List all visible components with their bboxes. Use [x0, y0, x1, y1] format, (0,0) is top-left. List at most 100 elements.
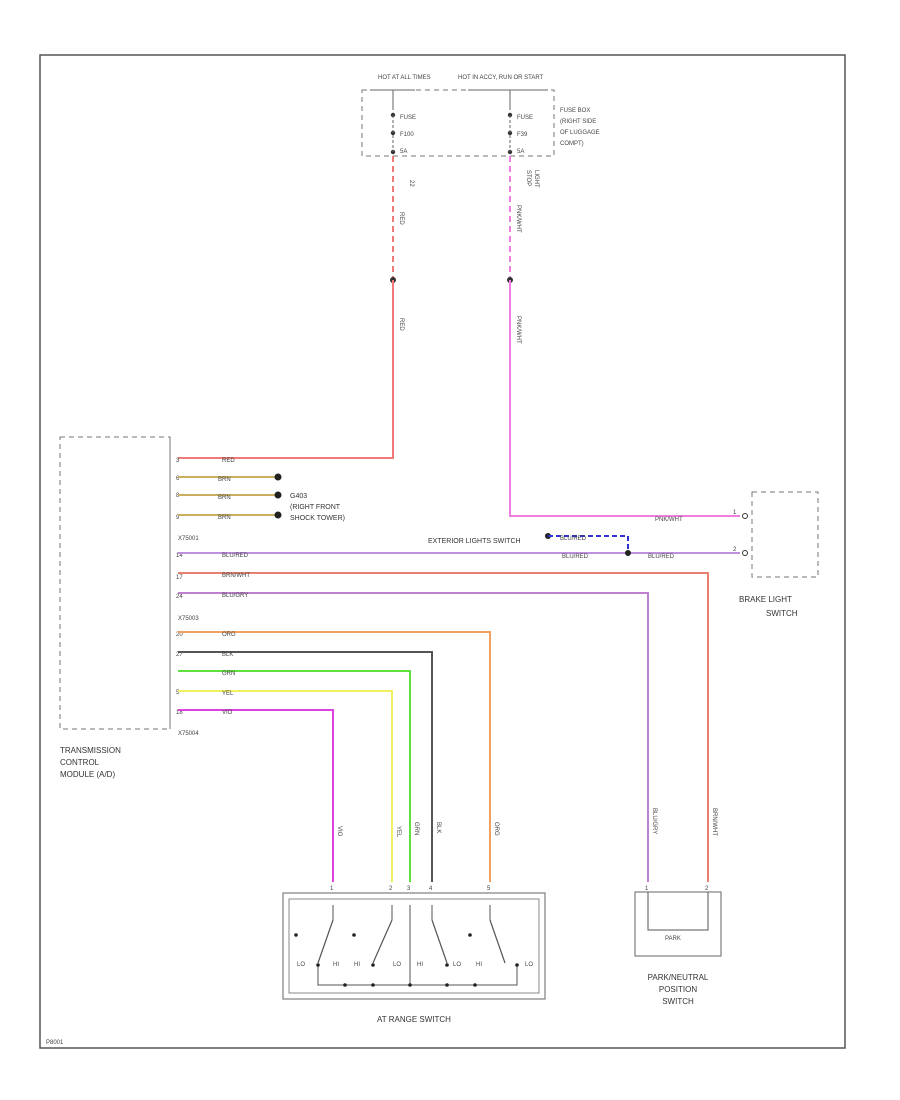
fuse-box-location-3: OF LUGGAGE [560, 130, 600, 136]
blu-gry-wire [178, 592, 649, 882]
red-wire [178, 280, 394, 459]
blu-red-circuit: BLU/RED BLU/RED BLU/RED BLU/RED EXTERIOR… [178, 533, 740, 560]
supply-wires: RED RED RED PNK/WHT PNK/WHT PNK/WHT [178, 156, 740, 523]
pn-switch-pin-2: 2 [705, 886, 709, 892]
pnk-wht-wire [509, 280, 740, 517]
range-switch-bus-node-2 [371, 983, 375, 987]
grn-wire [178, 670, 411, 882]
range-switch-pin-3: 3 [407, 886, 411, 892]
at-range-switch: 1 2 3 4 5 LO HI HI LO HI LO [282, 886, 546, 1024]
org-wire-label-switch: ORG [493, 822, 499, 836]
brake-switch-pin-2 [742, 550, 748, 556]
range-switch-label-hi-4: HI [476, 962, 482, 968]
red-wire-label-tcm: RED [222, 458, 235, 464]
fuse-box: HOT AT ALL TIMES HOT IN ACCY, RUN OR STA… [361, 75, 600, 188]
hot-in-run-label: HOT IN ACCY, RUN OR START [458, 75, 544, 81]
blk-wire-label-switch: BLK [435, 822, 441, 833]
tcm-pin-20: 20 [176, 632, 183, 638]
blu-gry-wire-label-switch: BLU/GRY [651, 808, 657, 834]
range-switch-label-lo-1: LO [297, 962, 305, 968]
vio-wire-label-tcm: VIO [222, 710, 233, 716]
vio-wire-label-switch: VIO [336, 826, 342, 837]
pnk-wht-wire-label-upper: PNK/WHT [515, 205, 521, 233]
hot-at-all-times-label: HOT AT ALL TIMES [378, 75, 431, 81]
range-switch-arm-5 [489, 919, 506, 964]
org-wire [178, 631, 491, 882]
range-switch-bus-node-1 [343, 983, 347, 987]
fuse-box-pin-right-2: LIGHT [533, 170, 539, 188]
range-switch-label-lo-3: LO [453, 962, 461, 968]
blu-red-wire-label-tcm: BLU/RED [222, 553, 249, 559]
brn-wire-2-label: BRN [218, 495, 231, 501]
blu-red-wire-label-mid: BLU/RED [562, 554, 589, 560]
range-switch-pin-4: 4 [429, 886, 433, 892]
fuse-left-line-3: 5A [400, 149, 407, 155]
tcm-pin-5: 5 [176, 690, 180, 696]
range-switch-label-lo-2: LO [393, 962, 401, 968]
range-switch-bus-node-4 [445, 983, 449, 987]
pn-switch-outline [634, 891, 722, 957]
range-switch-arm-1 [317, 919, 334, 964]
grn-wire-label-switch: GRN [413, 822, 419, 835]
tcm-connector-x75003: X75003 [178, 616, 199, 622]
range-switch-pin-5: 5 [487, 886, 491, 892]
transmission-control-module: TRANSMISSION CONTROL MODULE (A/D) X75001… [59, 436, 199, 779]
blu-gry-wire-label-tcm: BLU/GRY [222, 593, 248, 599]
tcm-pin-24: 24 [176, 594, 183, 600]
ground-label-2: (RIGHT FRONT [290, 504, 341, 511]
brake-switch-outline [751, 491, 819, 578]
park-neutral-switch: 1 2 PARK PARK/NEUTRAL POSITION SWITCH [634, 886, 722, 1006]
fuse-box-outline [361, 89, 555, 157]
range-switch-pin-2: 2 [389, 886, 393, 892]
red-wire-label-upper: RED [398, 212, 404, 225]
range-switch-contact-4 [316, 963, 320, 967]
pn-switch-name-2: POSITION [659, 985, 697, 994]
range-switch-pin-1: 1 [330, 886, 334, 892]
pn-switch-name-1: PARK/NEUTRAL [648, 973, 709, 982]
range-switch-contact-5 [371, 963, 375, 967]
fuse-box-location-4: COMPT) [560, 141, 584, 147]
pnk-wht-wire-label-brake: PNK/WHT [655, 517, 683, 523]
range-switch-label-hi-1: HI [333, 962, 339, 968]
ground-splice-1 [274, 473, 282, 481]
fuse-right-line-2: F39 [517, 132, 528, 138]
fuse-box-pin-right-1: STOP [525, 170, 531, 186]
range-switch-contact-3 [468, 933, 472, 937]
fuse-box-location-1: FUSE BOX [560, 108, 590, 114]
tcm-name-1: TRANSMISSION [60, 746, 121, 755]
range-switch-arm-4 [431, 919, 448, 964]
range-switch-contact-7 [515, 963, 519, 967]
pnk-wht-wire-label-lower: PNK/WHT [515, 316, 521, 344]
range-switch-inner [288, 898, 540, 994]
range-switch-common-bus [317, 965, 518, 986]
blk-wire-label-tcm: BLK [222, 652, 233, 658]
yel-wire [178, 690, 393, 882]
org-wire-label-tcm: ORG [222, 632, 236, 638]
tcm-pin-3: 3 [176, 458, 180, 464]
range-switch-contact-6 [445, 963, 449, 967]
tcm-pin-6: 6 [176, 476, 180, 482]
brake-switch-pin-1-label: 1 [733, 510, 737, 516]
tcm-name-2: CONTROL [60, 758, 100, 767]
fuse-right-line-1: FUSE [517, 115, 533, 121]
red-wire-label-lower: RED [398, 318, 404, 331]
brn-wht-wire [178, 572, 709, 882]
brn-wht-wire-label-tcm: BRN/WHT [222, 573, 250, 579]
ground-splice-2 [274, 491, 282, 499]
tcm-connector-x75004: X75004 [178, 731, 199, 737]
ground-label-3: SHOCK TOWER) [290, 515, 345, 522]
tcm-pin-14: 14 [176, 553, 183, 559]
exterior-lights-switch-label: EXTERIOR LIGHTS SWITCH [428, 538, 521, 545]
ground-label-1: G403 [290, 493, 307, 500]
pn-switch-name-3: SWITCH [662, 997, 694, 1006]
range-switch-contact-1 [294, 933, 298, 937]
range-switch-contact-2 [352, 933, 356, 937]
exterior-switch-wire-label: BLU/RED [560, 536, 587, 542]
vio-wire [178, 709, 334, 882]
blu-red-splice [625, 550, 631, 556]
tcm-outline [59, 436, 171, 730]
yel-wire-label-switch: YEL [395, 826, 401, 838]
fuse-left-line-2: F100 [400, 132, 414, 138]
pn-switch-wires: BRN/WHT BLU/GRY BRN/WHT BLU/GRY [178, 572, 717, 882]
pn-switch-contact [647, 892, 709, 931]
